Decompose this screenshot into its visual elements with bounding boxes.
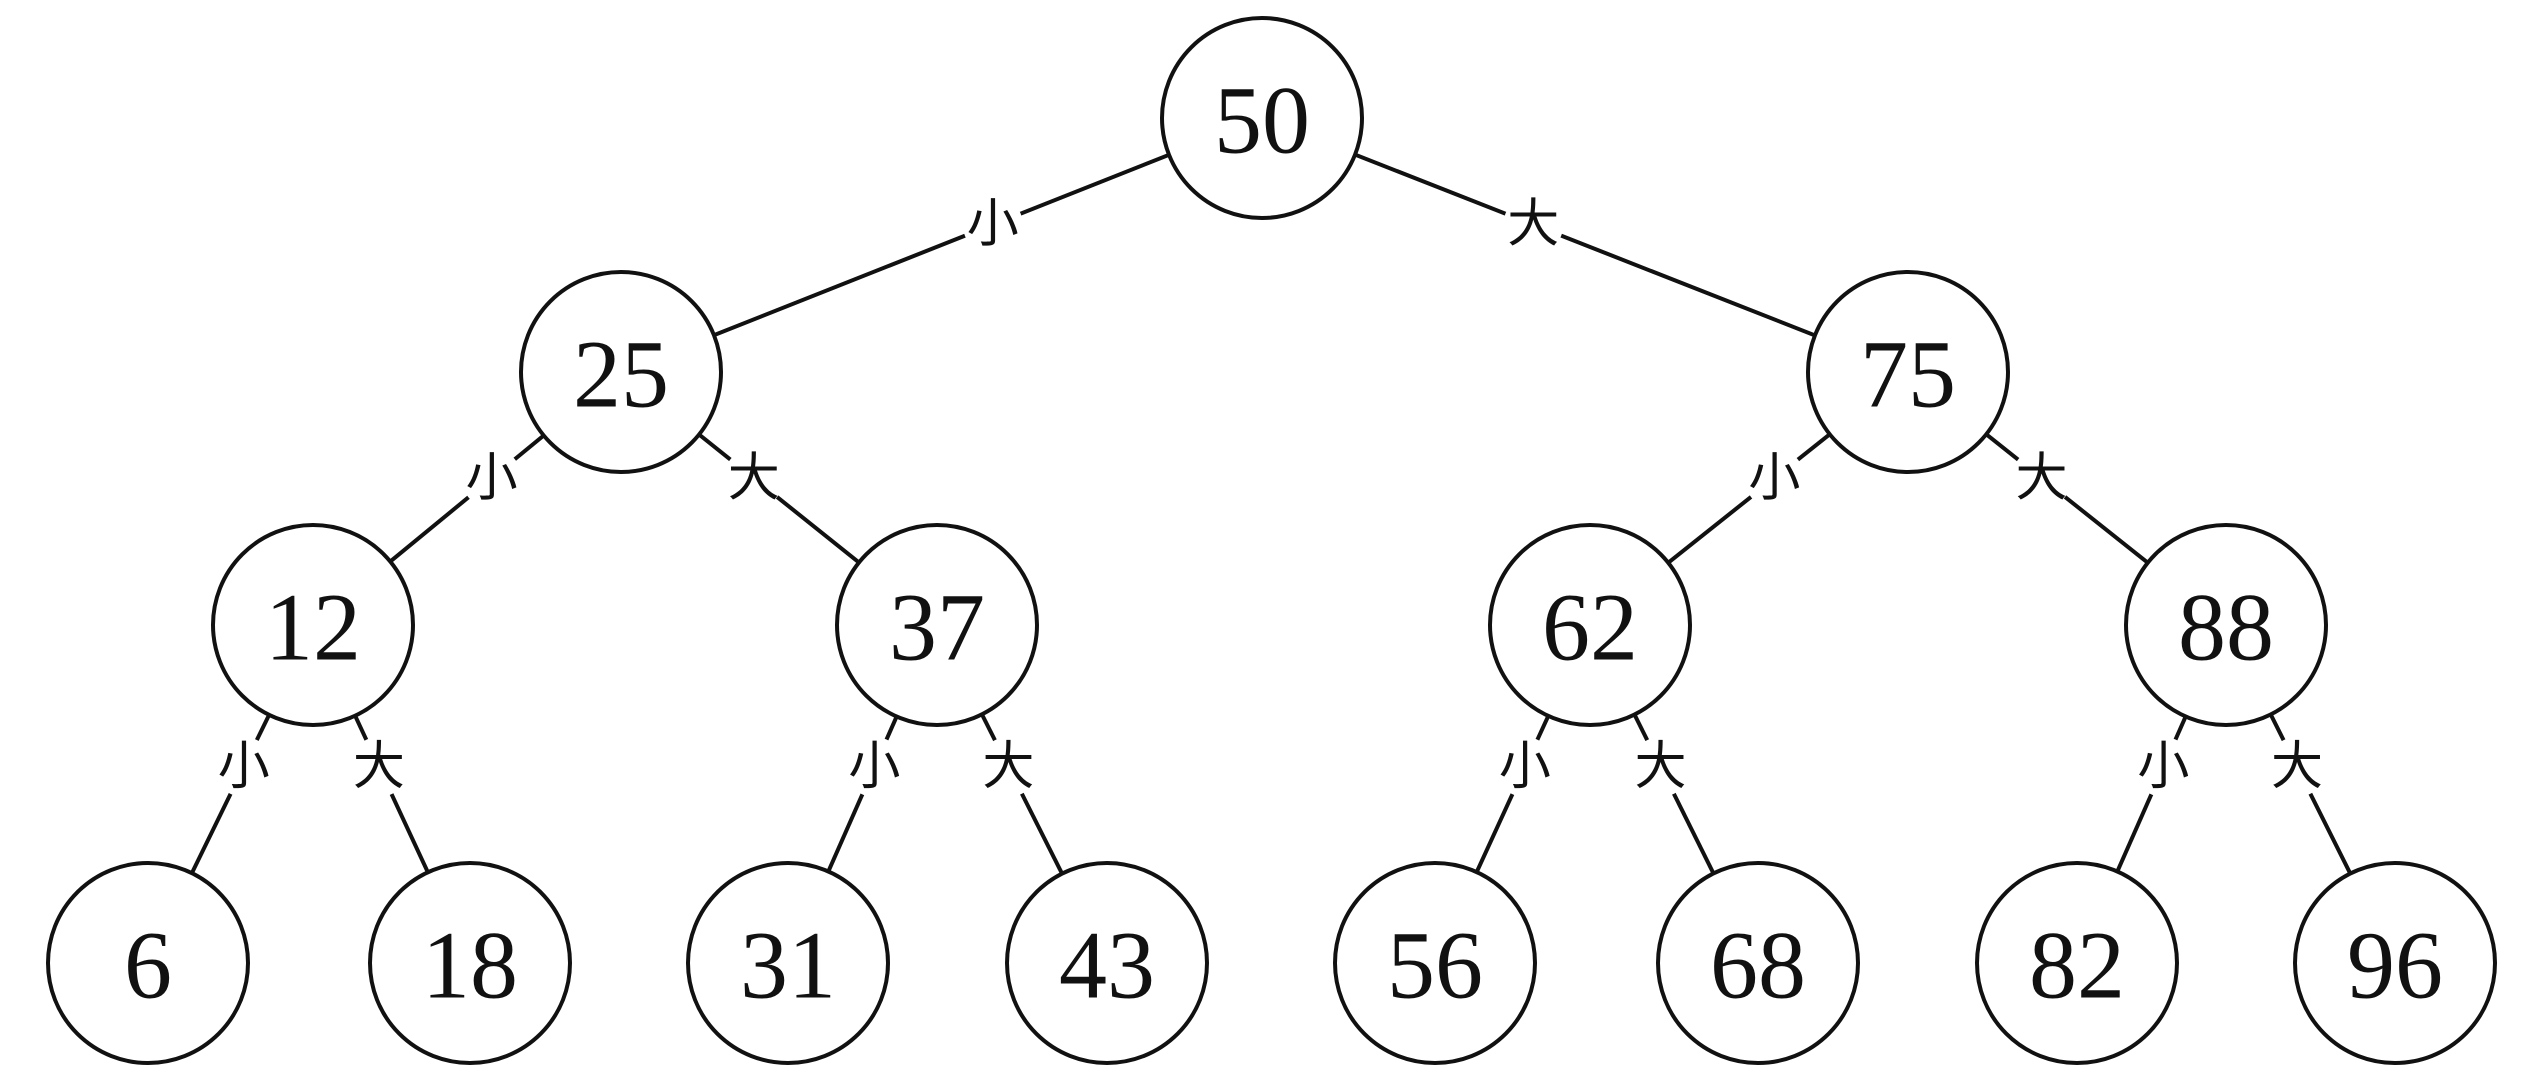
tree-node-88: 88 [2124,523,2328,727]
node-circle [1656,861,1860,1065]
tree-node-37: 37 [835,523,1039,727]
edge-label-background [1494,736,1555,797]
node-circle [2293,861,2497,1065]
node-circle [519,270,723,474]
node-circle [835,523,1039,727]
edge-labels-layer: 小大小大小大小大小大小大小大 [213,194,2327,797]
edge-label-smaller: 小 [1748,448,1800,508]
edge-label-smaller: 小 [466,448,518,508]
tree-node-18: 18 [368,861,572,1065]
nodes-layer: 50 25 75 12 37 62 88 6 18 31 43 56 68 82 96 [46,16,2497,1065]
edge-label-larger: 大 [982,737,1034,797]
node-circle [1005,861,1209,1065]
node-circle [368,861,572,1065]
node-value: 18 [422,912,518,1019]
edge-label-larger: 大 [728,448,780,508]
node-circle [1975,861,2179,1065]
edge-50-25 [620,116,1263,374]
tree-node-82: 82 [1975,861,2179,1065]
edge-label-background [461,448,522,509]
edge-label-background [2266,736,2327,797]
edge-label-background [2133,736,2194,797]
node-circle [1333,861,1537,1065]
edge-label-background [723,448,784,509]
tree-node-96: 96 [2293,861,2497,1065]
node-circle [686,861,890,1065]
edge-50-75 [1261,116,1909,374]
node-circle [1488,523,1692,727]
edge-label-background [213,736,274,797]
node-value: 37 [889,574,985,681]
edge-label-larger: 大 [1635,737,1687,797]
node-value: 6 [124,912,172,1019]
edge-label-smaller: 小 [2137,737,2189,797]
node-value: 82 [2029,912,2125,1019]
edge-label-background [348,736,409,797]
node-value: 50 [1214,67,1310,174]
edge-label-background [962,194,1023,255]
edge-label-smaller: 小 [218,737,270,797]
edge-label-background [1744,448,1805,509]
node-circle [1160,16,1364,220]
node-value: 12 [265,574,361,681]
edge-label-larger: 大 [2271,737,2323,797]
tree-node-12: 12 [211,523,415,727]
node-circle [211,523,415,727]
edge-label-background [844,736,905,797]
edge-label-smaller: 小 [967,195,1019,255]
edges-layer [146,116,2397,964]
edge-label-larger: 大 [353,737,405,797]
tree-node-6: 6 [46,861,250,1065]
tree-node-50: 50 [1160,16,1364,220]
tree-node-56: 56 [1333,861,1537,1065]
node-value: 56 [1387,912,1483,1019]
edge-label-background [1630,736,1691,797]
edge-label-smaller: 小 [848,737,900,797]
node-value: 25 [573,321,669,428]
edge-label-background [1503,194,1564,255]
node-value: 96 [2347,912,2443,1019]
tree-node-43: 43 [1005,861,1209,1065]
node-value: 88 [2178,574,2274,681]
node-value: 43 [1059,912,1155,1019]
tree-node-62: 62 [1488,523,1692,727]
tree-node-25: 25 [519,270,723,474]
tree-node-68: 68 [1656,861,1860,1065]
edge-label-larger: 大 [1507,195,1559,255]
node-circle [2124,523,2328,727]
node-circle [1806,270,2010,474]
node-value: 62 [1542,574,1638,681]
node-value: 31 [740,912,836,1019]
edge-label-larger: 大 [2016,448,2068,508]
edge-label-smaller: 小 [1499,737,1551,797]
edge-label-background [978,736,1039,797]
node-value: 68 [1710,912,1806,1019]
edge-label-background [2011,448,2072,509]
node-circle [46,861,250,1065]
tree-node-75: 75 [1806,270,2010,474]
tree-node-31: 31 [686,861,890,1065]
node-value: 75 [1860,321,1956,428]
